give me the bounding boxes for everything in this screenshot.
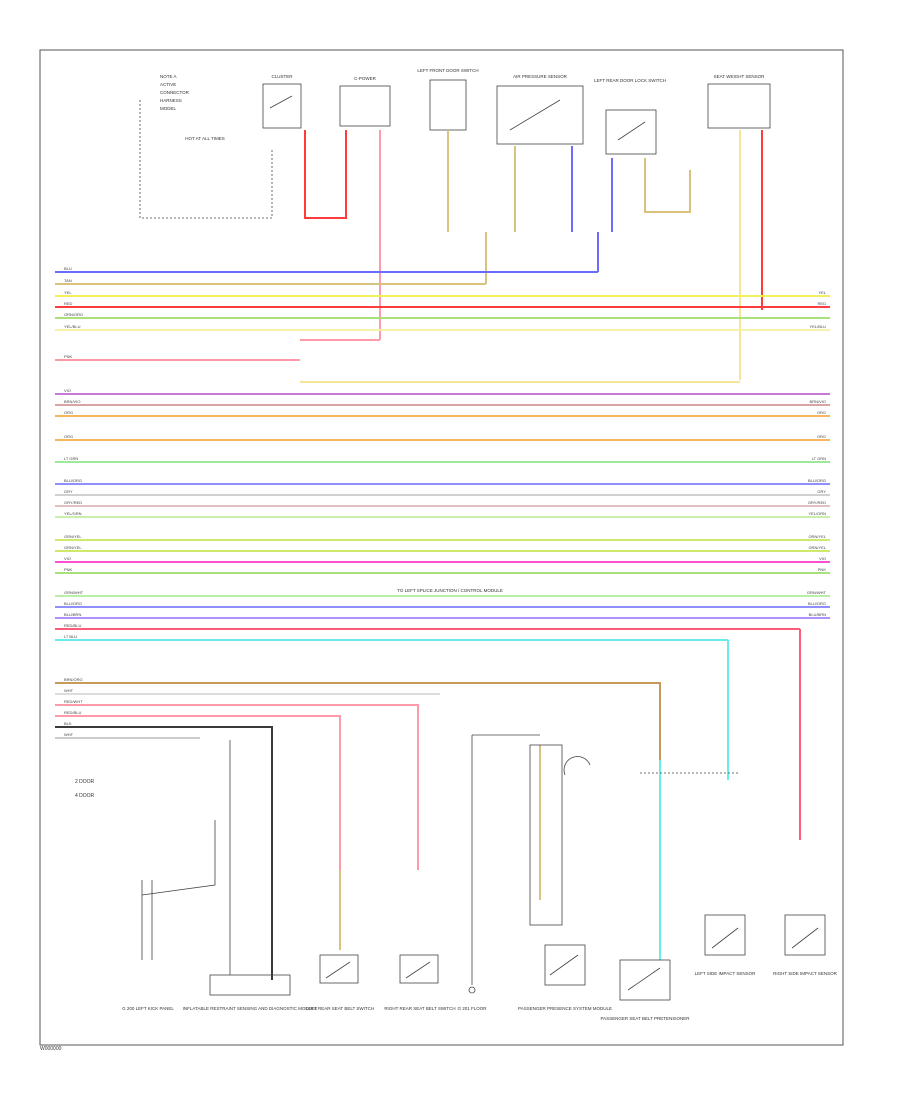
legend-item-2door: 2 DOOR: [75, 779, 95, 785]
label-air-pressure: AIR PRESSURE SENSOR: [513, 74, 568, 79]
drop-lines: [339, 629, 801, 960]
bus-label: WHT: [64, 688, 74, 693]
bus-label: BLU/ORG: [64, 478, 82, 483]
bus-label: VIO: [64, 556, 71, 561]
bus-label: PNK: [818, 567, 827, 572]
top-feeds: [304, 130, 763, 380]
bus-label: LT BLU: [64, 634, 77, 639]
label-left-rear-belt: LEFT REAR SEAT BELT SWITCH: [306, 1006, 374, 1011]
bus-label: LT GRN: [64, 456, 78, 461]
bus-label: GRY/RED: [808, 500, 826, 505]
note-line: MODEL: [160, 106, 177, 111]
bottom-labels: G 200 LEFT KICK PANEL INFLATABLE RESTRAI…: [122, 971, 838, 1021]
label-cluster: CLUSTER: [271, 74, 293, 79]
bus-label: GRN/WHT: [64, 590, 84, 595]
label-right-rear-belt: RIGHT REAR SEAT BELT SWITCH: [384, 1006, 455, 1011]
bus-label: RED: [818, 301, 827, 306]
bus-label: YEL/GRN: [808, 511, 826, 516]
bus-label: BRN/VIO: [810, 399, 826, 404]
bus-label: YEL: [818, 290, 826, 295]
bus-label: GRN/YEL: [808, 534, 826, 539]
bus-label: GRN/YEL: [64, 534, 82, 539]
bus-label: BRN/ORG: [64, 677, 83, 682]
label-cpower: C-POWER: [354, 76, 376, 81]
top-labels: HOT AT ALL TIMES CLUSTER C-POWER LEFT FR…: [185, 68, 765, 141]
bus-label: RED/BLU: [64, 710, 81, 715]
bus-label: VIO: [64, 388, 71, 393]
bus-label: BLU/ORG: [808, 478, 826, 483]
top-components: [139, 79, 771, 219]
bus-label: BLU/ORG: [64, 601, 82, 606]
legend: 2 DOOR 4 DOOR: [75, 779, 95, 799]
bus-label: ORG: [817, 410, 826, 415]
bus-label: BLU/BRN: [64, 612, 81, 617]
label-left-front-door: LEFT FRONT DOOR SWITCH: [417, 68, 478, 73]
bus-labels-left: BLU TAN YEL RED GRN/ORG YEL/BLU PNK VIO …: [64, 266, 84, 737]
bus-label: ORG: [64, 434, 73, 439]
bus-label: BLU/BRN: [809, 612, 826, 617]
bus-label: BLU: [64, 266, 72, 271]
bus-label: GRN/YEL: [64, 545, 82, 550]
note-block: NOTE A ACTIVE CONNECTOR HARNESS MODEL: [160, 74, 190, 111]
legend-item-4door: 4 DOOR: [75, 793, 95, 799]
bus-label: WHT: [64, 732, 74, 737]
diagram-frame: [39, 49, 844, 1046]
bus-label: GRN/YEL: [808, 545, 826, 550]
center-note: TO LEFT SPLICE JUNCTION / CONTROL MODULE: [397, 588, 503, 593]
bus-labels-right: YEL RED YEL/BLU BRN/VIO ORG ORG LT GRN B…: [807, 290, 827, 617]
label-g201: G 201 FLOOR: [457, 1006, 487, 1011]
bus-label: GRY: [817, 489, 826, 494]
bus-label: PNK: [64, 354, 73, 359]
note-line: CONNECTOR: [160, 90, 190, 95]
label-sdm: INFLATABLE RESTRAINT SENSING AND DIAGNOS…: [183, 1006, 318, 1011]
bus-label: TAN: [64, 278, 72, 283]
label-pass-pretensioner: PASSENGER SEAT BELT PRETENSIONER: [600, 1016, 690, 1021]
bus-label: RED/BLU: [64, 623, 81, 628]
bus-label: YEL/BLU: [64, 324, 81, 329]
bus-lines: [55, 271, 830, 980]
label-left-side-impact: LEFT SIDE IMPACT SENSOR: [695, 971, 757, 976]
bus-label: PNK: [64, 567, 73, 572]
bus-label: RED: [64, 301, 73, 306]
bus-label: RED/WHT: [64, 699, 83, 704]
bus-label: YEL: [64, 290, 72, 295]
bus-label: GRN/ORG: [64, 312, 83, 317]
label-passenger-presence: PASSENGER PRESENCE SYSTEM MODULE: [518, 1006, 612, 1011]
bus-label: GRY: [64, 489, 73, 494]
bus-label: BRN/VIO: [64, 399, 80, 404]
bus-label: GRN/WHT: [807, 590, 827, 595]
bus-label: VIO: [819, 556, 826, 561]
note-line: ACTIVE: [160, 82, 176, 87]
label-right-side-impact: RIGHT SIDE IMPACT SENSOR: [773, 971, 838, 976]
bus-label: YEL/BLU: [810, 324, 827, 329]
bus-label: BLK: [64, 721, 72, 726]
bus-label: YEL/GRN: [64, 511, 82, 516]
label-g-ground: G 200 LEFT KICK PANEL: [122, 1006, 174, 1011]
note-line: NOTE A: [160, 74, 177, 79]
bus-label: BLU/ORG: [808, 601, 826, 606]
note-line: HARNESS: [160, 98, 182, 103]
bus-label: LT GRN: [812, 456, 826, 461]
bus-label: ORG: [817, 434, 826, 439]
label-seat-sensor: SEAT WEIGHT SENSOR: [714, 74, 766, 79]
label-left-rear-switch: LEFT REAR DOOR LOCK SWITCH: [594, 78, 666, 83]
diagram-id: W000000: [40, 1046, 62, 1052]
label-hot: HOT AT ALL TIMES: [185, 136, 225, 141]
bottom-components: [141, 734, 826, 1001]
bus-label: ORG: [64, 410, 73, 415]
bus-label: GRY/RED: [64, 500, 82, 505]
